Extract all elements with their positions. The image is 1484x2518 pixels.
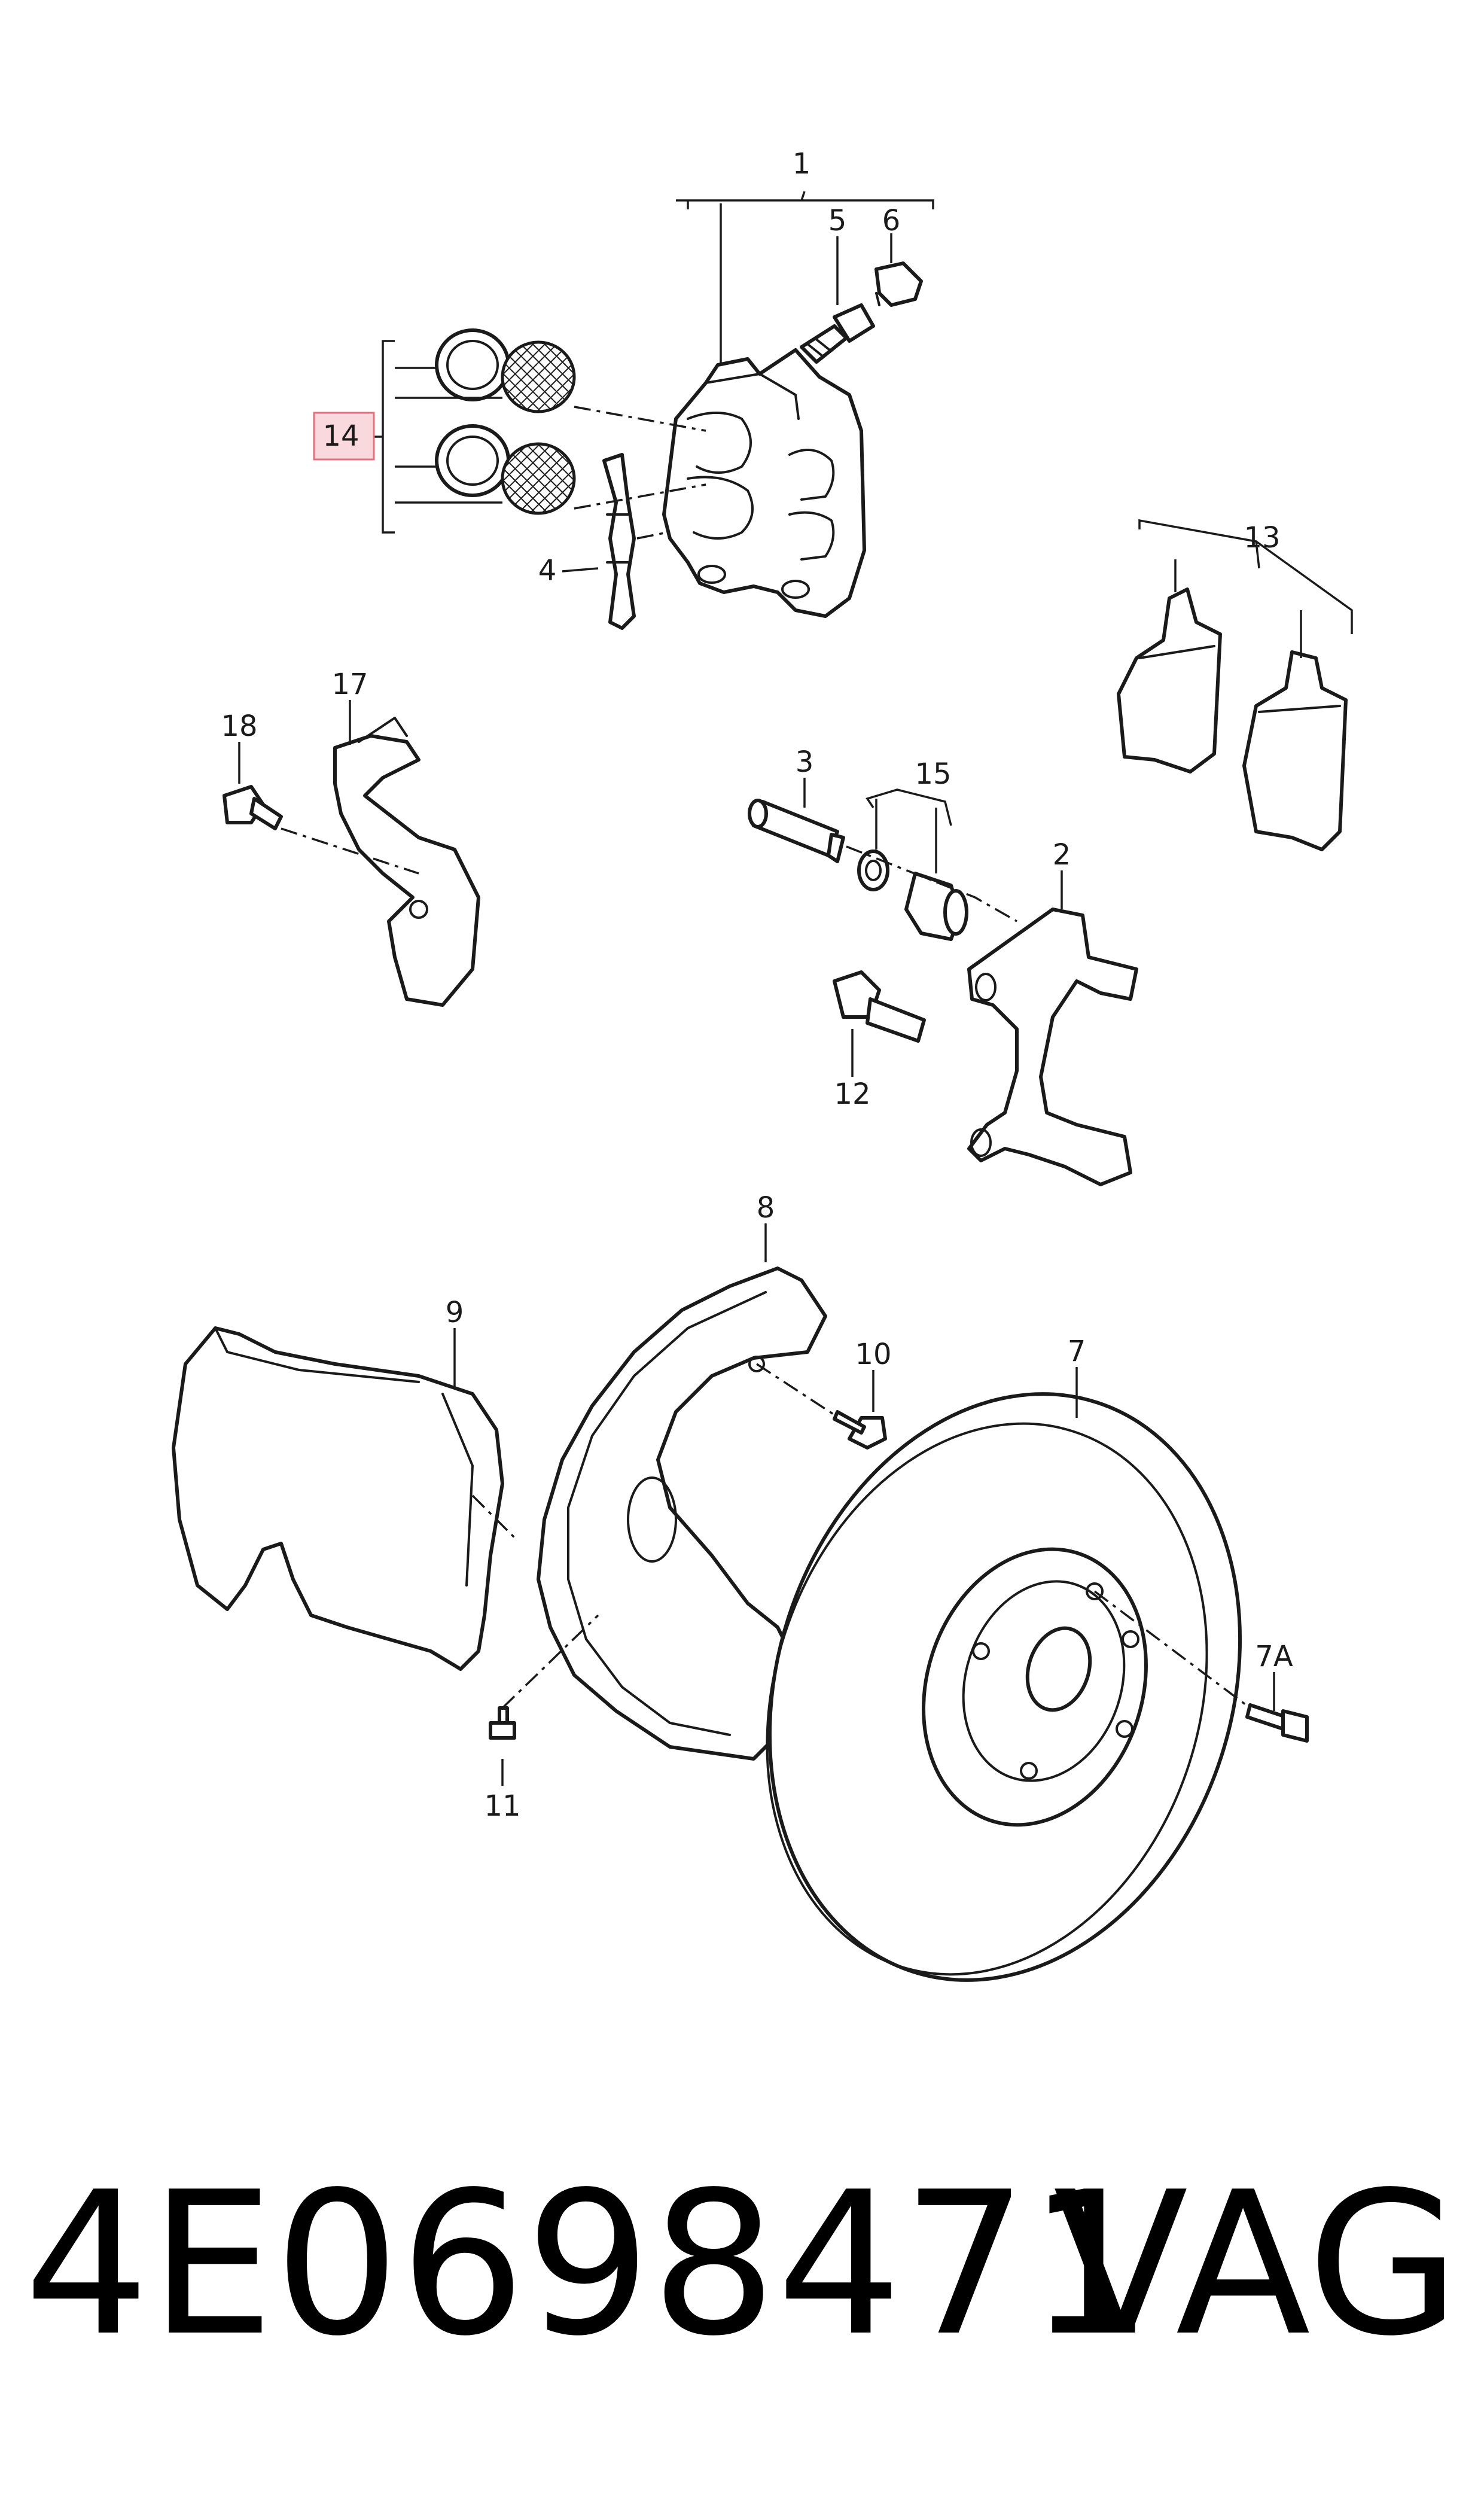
callout-1: 1	[793, 147, 811, 181]
caliper-spring-clip	[602, 453, 636, 630]
splash-guard-cover	[172, 1326, 504, 1671]
shield-bolt	[833, 1410, 887, 1450]
callout-2: 2	[1053, 838, 1071, 872]
leader-lines	[238, 191, 1353, 1786]
guide-bush-set	[857, 850, 968, 941]
callout-13: 13	[1244, 521, 1280, 555]
callout-10: 10	[855, 1338, 891, 1371]
cover-screw	[489, 1706, 516, 1740]
guide-pin	[748, 799, 845, 863]
piston-seal-set	[435, 328, 576, 515]
callout-8: 8	[757, 1191, 775, 1225]
wear-sensor-bracket	[333, 717, 480, 1007]
callout-9: 9	[446, 1296, 464, 1329]
bleed-screw	[800, 303, 875, 364]
sensor-bracket-bolt	[223, 785, 283, 830]
brake-pad-left	[1117, 587, 1222, 774]
callout-6: 6	[882, 204, 901, 238]
highlight-box-14	[313, 412, 375, 461]
callout-14: 14	[322, 419, 359, 453]
brand-name: VAG	[1053, 2149, 1460, 2379]
callout-4: 4	[538, 554, 557, 587]
disc-retaining-screw	[1245, 1703, 1309, 1743]
bleed-screw-cap	[874, 261, 923, 307]
callout-15: 15	[915, 757, 951, 791]
callout-labels: 1 5 6 14 4 13 17 18 3 15 2 12 8 9 10 7 7…	[221, 147, 1293, 1823]
caliper-housing	[662, 348, 866, 618]
callout-12: 12	[834, 1077, 870, 1111]
callout-5: 5	[828, 204, 847, 238]
caliper-carrier	[967, 908, 1138, 1186]
callout-7a: 7A	[1255, 1640, 1293, 1673]
callout-17: 17	[331, 668, 368, 701]
brake-pad-right	[1242, 650, 1348, 851]
callout-3: 3	[796, 745, 814, 779]
brake-disc	[766, 1392, 1242, 1982]
callout-7: 7	[1068, 1335, 1086, 1368]
callout-11: 11	[484, 1789, 520, 1823]
carrier-bolt	[833, 970, 926, 1043]
callout-18: 18	[221, 710, 257, 743]
part-number: 4E0698471	[24, 2149, 1154, 2379]
